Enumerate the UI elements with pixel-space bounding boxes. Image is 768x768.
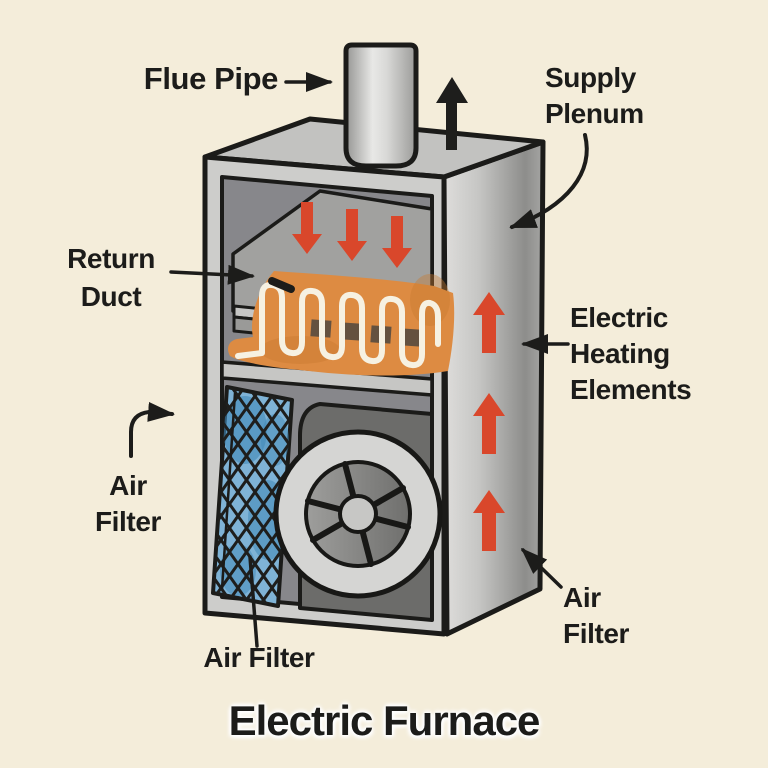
label-air-filter-left: Air Filter	[94, 470, 162, 538]
label-air-filter-right: Air Filter	[563, 582, 630, 650]
heating-coil	[235, 281, 441, 369]
down-arrow-icon	[292, 202, 322, 254]
air-filter-right-arrow	[520, 547, 563, 589]
supply-plenum-arrow	[509, 133, 589, 229]
electric-heating-element	[228, 271, 455, 376]
label-supply-plenum: Supply Plenum	[545, 62, 644, 130]
shelf-slots	[310, 319, 422, 347]
leader-lines	[129, 72, 589, 648]
air-filter-panel	[211, 385, 294, 608]
return-duct-dash	[268, 277, 295, 293]
label-return-duct: Return Duct	[67, 243, 155, 313]
return-airflow-arrows	[292, 202, 412, 268]
blower-wheel	[273, 429, 443, 599]
air-filter-left-arrow	[129, 401, 175, 458]
label-flue-pipe: Flue Pipe	[143, 61, 279, 96]
cabinet-right-face	[441, 139, 546, 637]
up-arrow-icon	[473, 292, 505, 353]
supply-airflow-arrows	[473, 292, 505, 551]
flue-exhaust-up-arrow-icon	[436, 77, 468, 150]
down-arrow-icon	[382, 216, 412, 268]
label-air-filter-bottom: Air Filter	[203, 642, 315, 673]
up-arrow-icon	[473, 490, 505, 551]
diagram-title: Electric Furnace	[228, 697, 541, 744]
label-electric-heating-elements: Electric Heating Elements	[570, 302, 692, 406]
up-arrow-icon	[473, 393, 505, 454]
down-arrow-icon	[337, 209, 367, 261]
air-filter-bottom-leader	[248, 555, 259, 648]
flue-pipe	[343, 42, 419, 169]
return-duct-arrow	[169, 264, 255, 285]
